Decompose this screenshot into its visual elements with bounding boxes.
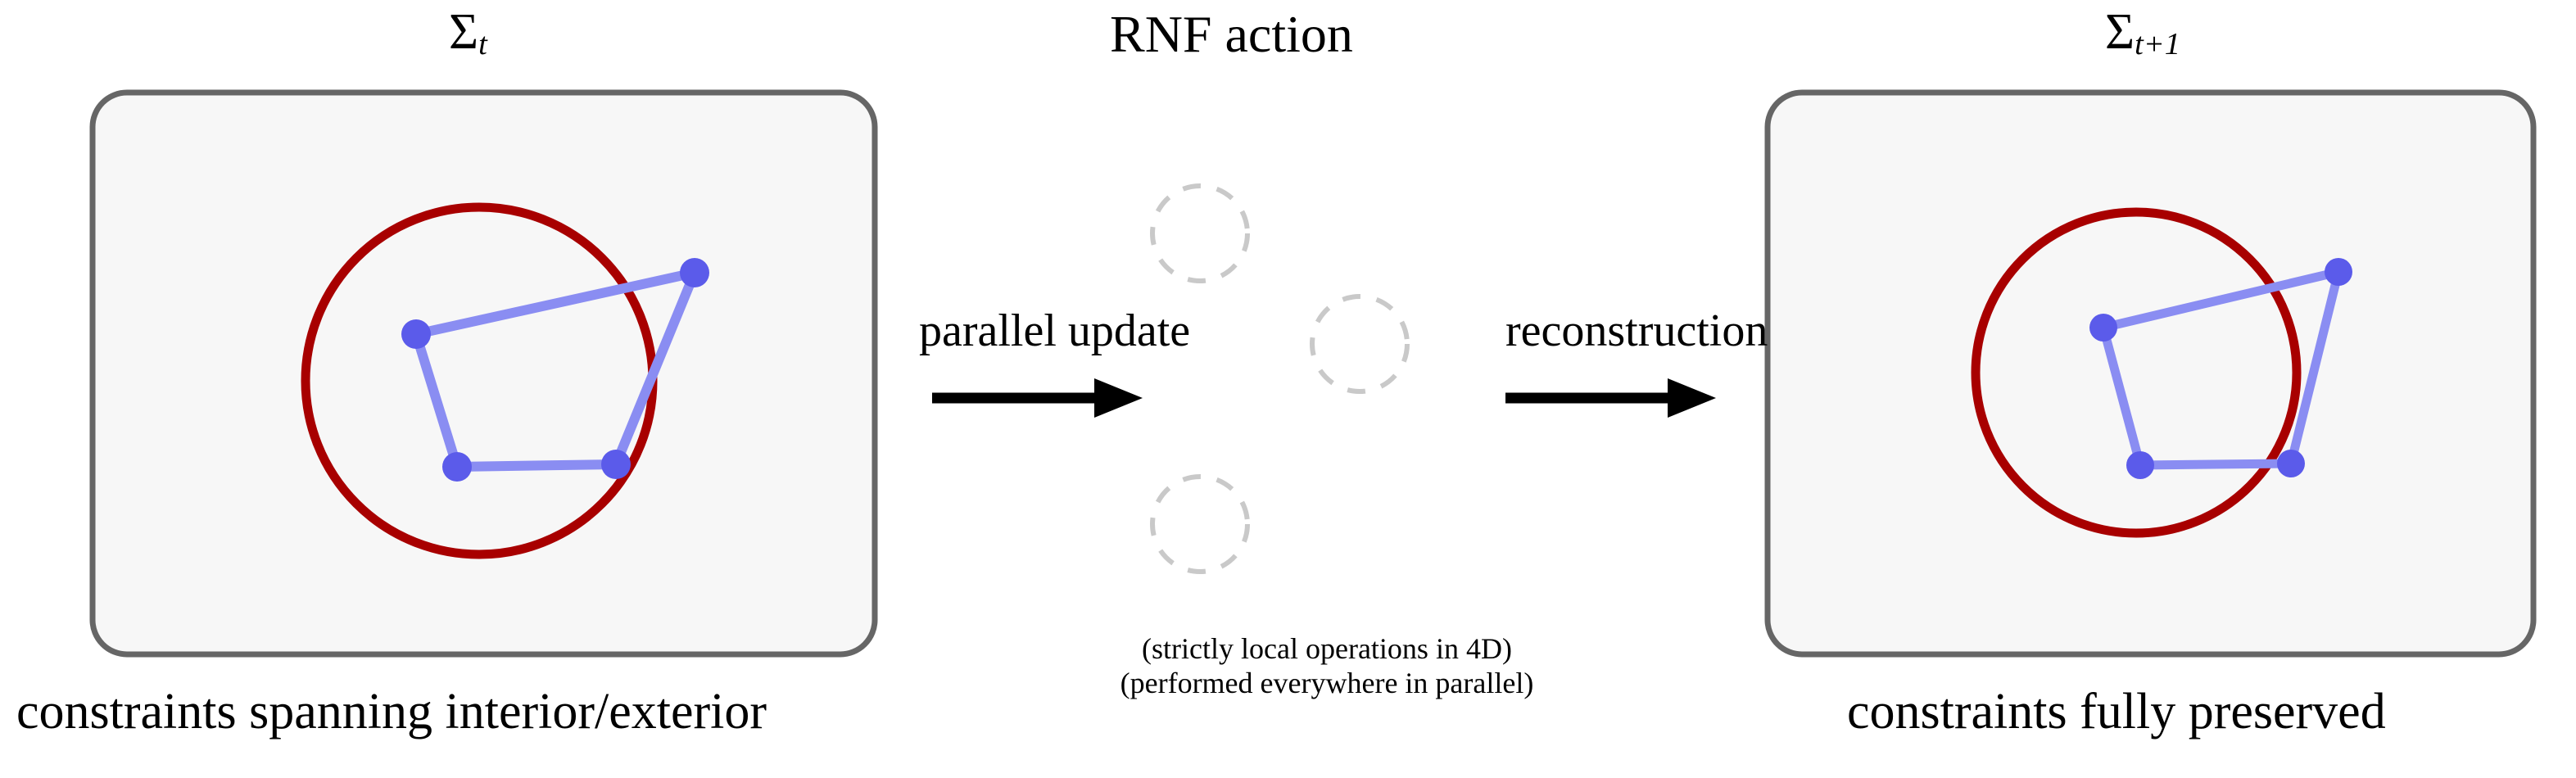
- right-edge-m1-m3: [2098, 323, 2145, 470]
- right-graph-edges: [2098, 267, 2343, 470]
- left-panel-label: Σt: [449, 7, 487, 60]
- arrow-parallel-update: [932, 378, 1143, 418]
- right-panel-label-subscript: t+1: [2135, 26, 2180, 61]
- middle-note-line-2: (performed everywhere in parallel): [1120, 667, 1534, 699]
- dashed-circle-middle: [1310, 294, 1410, 394]
- left-node-n4: [601, 450, 631, 479]
- transition-arrows: [932, 378, 1716, 418]
- left-node-n1: [401, 319, 431, 349]
- left-node-n3: [442, 452, 472, 482]
- right-node-m4: [2277, 450, 2305, 477]
- right-graph-nodes: [2089, 258, 2352, 479]
- left-edge-n1-n2: [411, 268, 699, 339]
- right-edge-m1-m2: [2098, 267, 2343, 332]
- left-panel-label-sigma: Σ: [449, 4, 479, 60]
- left-panel-label-subscript: t: [478, 26, 487, 61]
- left-edge-n1-n3: [411, 329, 462, 472]
- right-node-m2: [2325, 258, 2352, 286]
- right-panel-label: Σt+1: [2105, 7, 2180, 60]
- right-node-m3: [2126, 451, 2154, 479]
- arrow-label-parallel-update: parallel update: [919, 305, 1191, 356]
- left-graph-nodes: [401, 258, 709, 482]
- right-constraint-circle: [1971, 207, 2302, 538]
- right-node-m1: [2089, 314, 2117, 342]
- left-panel-caption: constraints spanning interior/exterior: [16, 684, 767, 740]
- left-edge-n4-n2: [611, 268, 699, 469]
- middle-dashed-circles: [1150, 183, 1410, 574]
- left-edge-n3-n4: [452, 459, 621, 472]
- left-node-n2: [680, 258, 709, 287]
- right-panel-frame: [1764, 89, 2537, 658]
- left-panel-frame: [89, 89, 878, 658]
- middle-note: (strictly local operations in 4D) (perfo…: [1016, 629, 1638, 703]
- arrow-label-reconstruction: reconstruction: [1505, 305, 1768, 356]
- left-graph-edges: [411, 268, 699, 472]
- figure-title: RNF action: [1110, 5, 1353, 63]
- arrow-reconstruction: [1505, 378, 1716, 418]
- dashed-circle-top: [1150, 183, 1250, 283]
- right-edge-m3-m4: [2135, 459, 2296, 470]
- middle-note-line-1: (strictly local operations in 4D): [1142, 632, 1512, 665]
- right-panel-caption: constraints fully preserved: [1847, 684, 2386, 740]
- dashed-circle-bottom: [1150, 474, 1250, 574]
- right-edge-m4-m2: [2286, 267, 2343, 468]
- right-panel-label-sigma: Σ: [2105, 4, 2135, 60]
